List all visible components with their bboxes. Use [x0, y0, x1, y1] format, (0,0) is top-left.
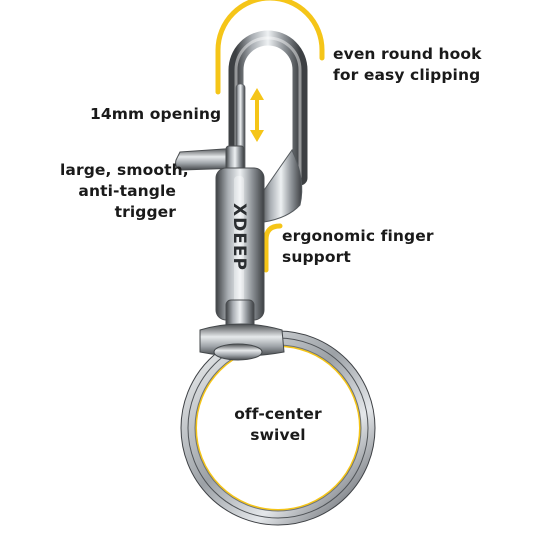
hook-loop [228, 30, 308, 186]
finger-accent-arc [263, 223, 283, 273]
label-finger-support: ergonomic finger support [282, 227, 434, 266]
brand-logo: XDEEP [229, 203, 249, 271]
label-trigger: large, smooth, anti-tangle trigger [60, 161, 189, 221]
finger-support [259, 149, 303, 223]
label-opening: 14mm opening [90, 105, 222, 123]
swivel-pin [213, 343, 263, 361]
trigger-tab [175, 147, 241, 171]
label-swivel: off-center swivel [234, 405, 322, 444]
hook-accent-arc [215, 0, 325, 95]
double-arrow-vertical-icon [250, 88, 264, 142]
label-hook: even round hook for easy clipping [333, 45, 482, 84]
